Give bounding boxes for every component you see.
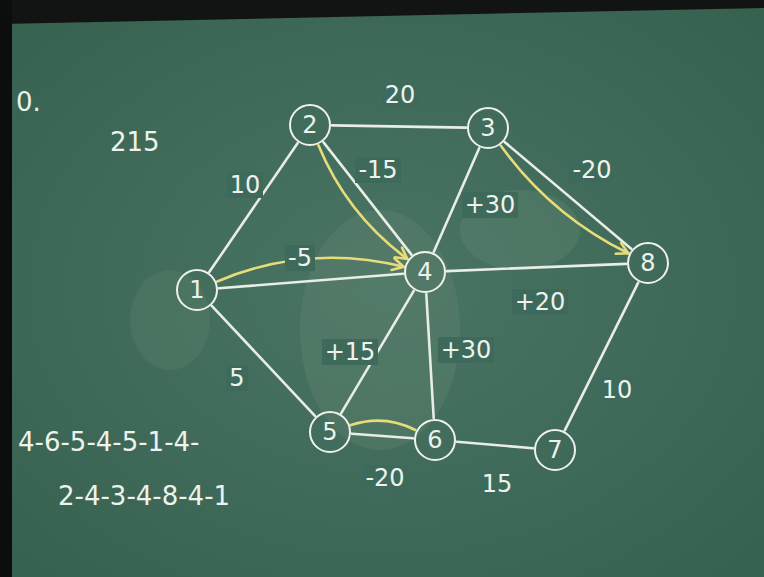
graph-edge	[426, 294, 433, 418]
edge-weight: 5	[226, 365, 247, 391]
edge-weight: 20	[382, 82, 419, 108]
edge-weight: 10	[599, 377, 636, 403]
edge-line	[332, 125, 466, 127]
node-circle: 2	[289, 104, 331, 146]
edge-line	[324, 142, 412, 254]
graph-edge	[332, 125, 466, 127]
graph-edge	[324, 142, 412, 254]
edge-line	[219, 274, 403, 289]
edge-line	[318, 145, 407, 259]
arrowhead	[395, 248, 407, 259]
edge-weight: 15	[479, 471, 516, 497]
node-circle: 4	[404, 251, 446, 293]
edge-line	[352, 434, 413, 439]
edge-line	[565, 283, 638, 431]
graph-edge	[352, 434, 413, 439]
chalk-note: 215	[110, 128, 160, 157]
edge-weight: +30	[438, 337, 495, 363]
chalk-note: 0.	[16, 88, 41, 117]
node-number: 2	[302, 113, 317, 137]
highlight-arc	[351, 421, 416, 430]
edge-weight: -15	[355, 157, 400, 183]
edge-line	[426, 294, 433, 418]
edge-line	[457, 442, 533, 448]
node-number: 1	[189, 278, 204, 302]
edge-weight: +15	[322, 339, 379, 365]
edge-weight: +30	[462, 192, 519, 218]
node-circle: 5	[309, 411, 351, 453]
node-number: 8	[640, 251, 655, 275]
arrowhead	[616, 243, 629, 254]
edge-line	[505, 142, 631, 249]
graph-edge	[219, 274, 403, 289]
graph-edge	[457, 442, 533, 448]
edge-line	[351, 421, 416, 430]
graph-edge	[505, 142, 631, 249]
node-number: 7	[547, 438, 562, 462]
edge-weight: -20	[362, 465, 407, 491]
edge-weight: +20	[512, 289, 569, 315]
graph-edge	[212, 306, 315, 416]
chalk-note: 4-6-5-4-5-1-4-	[18, 428, 199, 457]
node-circle: 8	[627, 242, 669, 284]
node-circle: 3	[467, 107, 509, 149]
node-circle: 1	[176, 269, 218, 311]
edge-line	[212, 306, 315, 416]
arrowhead	[392, 258, 404, 270]
highlight-arc	[318, 145, 407, 259]
graph-edge	[565, 283, 638, 431]
edge-weight: 10	[227, 172, 264, 198]
graph-edge	[447, 264, 626, 271]
edge-line	[501, 146, 628, 253]
node-number: 5	[322, 420, 337, 444]
edge-line	[447, 264, 626, 271]
node-number: 6	[427, 428, 442, 452]
highlight-arc	[501, 146, 628, 254]
node-number: 4	[417, 260, 432, 284]
edge-weight: -5	[285, 245, 315, 271]
chalk-note: 2-4-3-4-8-4-1	[58, 482, 230, 511]
edge-weight: -20	[569, 157, 614, 183]
node-number: 3	[480, 116, 495, 140]
node-circle: 7	[534, 429, 576, 471]
node-circle: 6	[414, 419, 456, 461]
